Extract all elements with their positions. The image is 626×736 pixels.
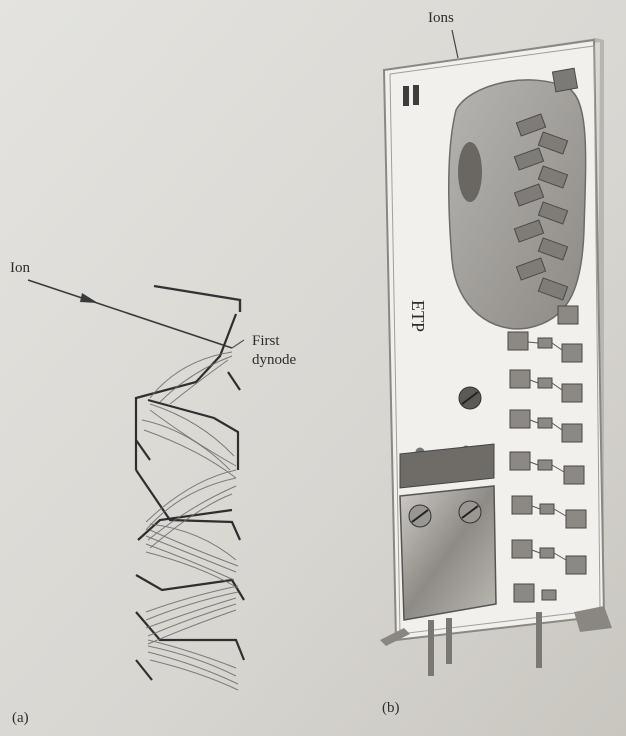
ion-label: Ion: [10, 260, 30, 276]
ions-label: Ions: [428, 10, 454, 26]
panel-b-label: (b): [382, 700, 400, 716]
etp-label: ETP: [408, 300, 428, 332]
first-dynode-label-line1: First: [252, 333, 280, 349]
pin-2: [446, 618, 452, 664]
ion-inlet: [552, 68, 577, 92]
slot-mark-1: [403, 86, 409, 106]
pin-3: [536, 612, 542, 668]
panel-b: Ions ETP: [380, 10, 612, 716]
panel-a-label: (a): [12, 710, 29, 726]
first-dynode-label-line2: dynode: [252, 352, 297, 368]
housing-window: [458, 142, 482, 202]
slot-mark-2: [413, 85, 419, 105]
pin-1: [428, 620, 434, 676]
